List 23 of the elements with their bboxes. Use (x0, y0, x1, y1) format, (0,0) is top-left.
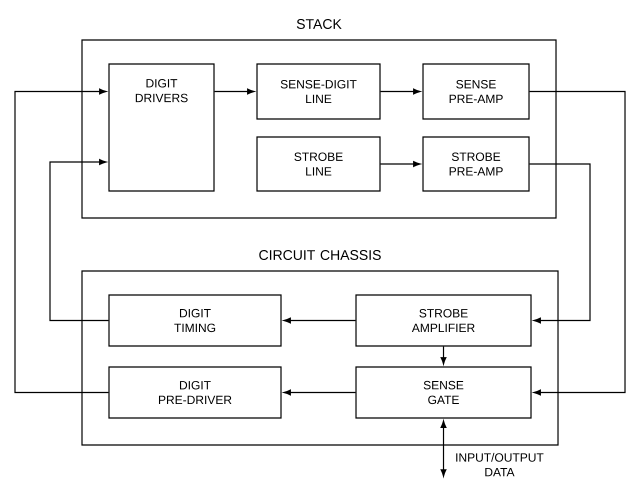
node-label: STACK (296, 19, 342, 29)
block-box: SENSE GATE (355, 366, 532, 419)
block-box: DIGIT TIMING (108, 294, 282, 347)
arrow (380, 88, 420, 94)
edge-label: INPUT/OUTPUT DATA (456, 452, 544, 476)
arrow (380, 161, 420, 167)
block-box: DIGIT DRIVERS (108, 63, 215, 192)
arrow (284, 390, 356, 396)
arrow (14, 88, 108, 394)
arrow (49, 159, 108, 322)
arrow (284, 318, 356, 324)
block-box: SENSE PRE-AMP (422, 63, 530, 120)
arrow (440, 346, 446, 364)
arrow (214, 88, 254, 94)
node-label: CIRCUIT CHASSIS (259, 250, 381, 260)
block-box: STROBE PRE-AMP (422, 136, 530, 192)
block-box: DIGIT PRE-DRIVER (108, 366, 282, 419)
block-box: SENSE-DIGIT LINE (256, 63, 381, 120)
arrow (440, 420, 446, 477)
arrow (530, 163, 591, 324)
block-box: STROBE AMPLIFIER (355, 294, 532, 347)
arrow (530, 90, 626, 396)
block-box: STROBE LINE (256, 136, 381, 192)
